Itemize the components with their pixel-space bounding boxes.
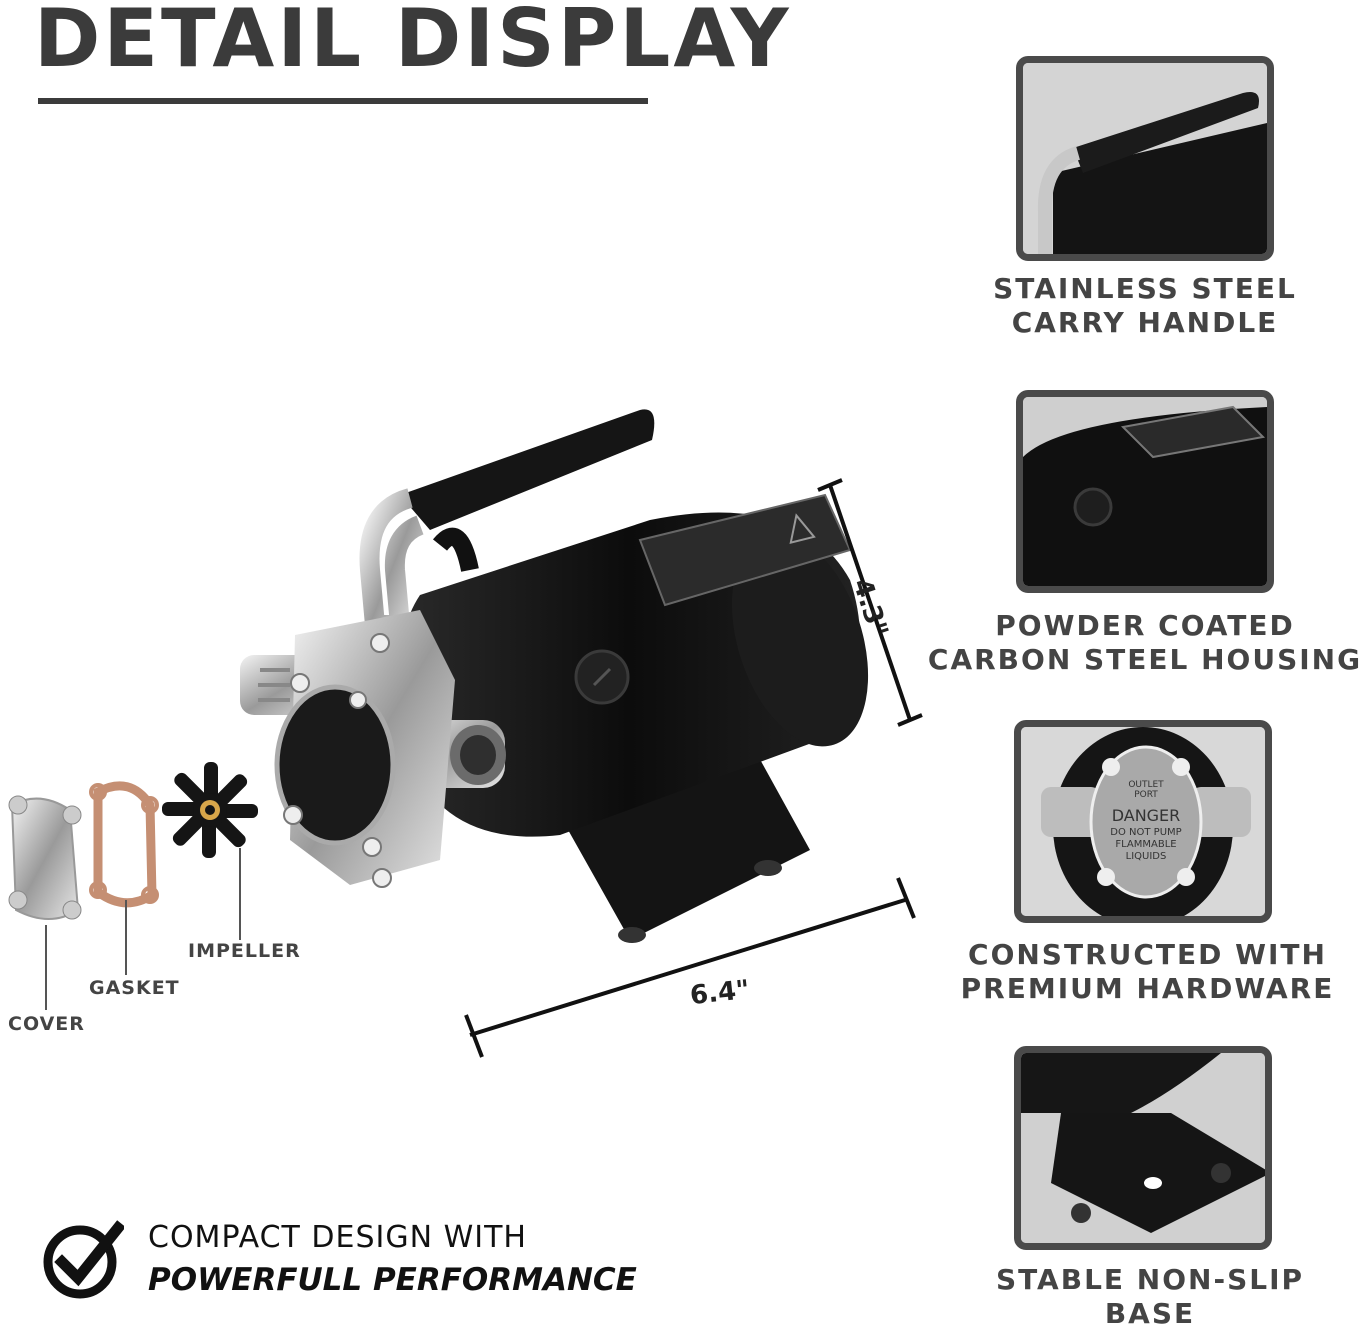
cover-plate-part — [8, 795, 82, 920]
impeller-part — [162, 762, 258, 858]
height-dimension-line — [817, 478, 923, 727]
housing-closeup-image — [1023, 397, 1267, 586]
feature-caption-housing: POWDER COATED CARBON STEEL HOUSING — [925, 609, 1365, 677]
width-label: 6.4" — [688, 974, 752, 1012]
danger-sub3-text: LIQUIDS — [1126, 851, 1167, 862]
check-badge-icon — [43, 1220, 124, 1299]
title-underline — [38, 98, 648, 104]
danger-sub1-text: DO NOT PUMP — [1110, 827, 1181, 838]
page-title: DETAIL DISPLAY — [34, 0, 792, 85]
port-text: PORT — [1134, 790, 1158, 800]
base-closeup-image — [1021, 1053, 1265, 1243]
impeller-label: IMPELLER — [188, 940, 301, 962]
feature-caption-line: CARBON STEEL HOUSING — [927, 643, 1363, 676]
outlet-text: OUTLET — [1128, 780, 1164, 790]
feature-thumb-handle — [1016, 56, 1274, 261]
gasket-label: GASKET — [89, 977, 180, 999]
feature-caption-line: PREMIUM HARDWARE — [960, 972, 1335, 1005]
feature-caption-line: CONSTRUCTED WITH — [968, 938, 1327, 971]
feature-thumb-hardware: OUTLET PORT DANGER DO NOT PUMP FLAMMABLE… — [1014, 720, 1272, 923]
carry-handle — [359, 409, 655, 635]
danger-text: DANGER — [1112, 806, 1181, 825]
feature-caption-line: STABLE NON-SLIP — [995, 1263, 1305, 1296]
gasket-part — [89, 781, 159, 908]
cover-label: COVER — [8, 1013, 85, 1035]
feature-caption-base: STABLE NON-SLIP BASE — [990, 1263, 1310, 1331]
hardware-closeup-image: OUTLET PORT DANGER DO NOT PUMP FLAMMABLE… — [1021, 727, 1265, 916]
feature-thumb-housing — [1016, 390, 1274, 593]
feature-caption-line: POWDER COATED — [995, 609, 1295, 642]
feature-thumb-base — [1014, 1046, 1272, 1250]
pump-head — [240, 610, 506, 888]
feature-caption-line: CARRY HANDLE — [1011, 306, 1279, 339]
power-cable — [432, 527, 479, 572]
tagline-line2: POWERFULL PERFORMANCE — [148, 1262, 637, 1298]
width-dimension-line — [464, 877, 916, 1058]
pump-illustration — [8, 409, 923, 1058]
tagline-line1: COMPACT DESIGN WITH — [148, 1220, 527, 1255]
motor-housing — [397, 493, 869, 837]
handle-closeup-image — [1023, 63, 1267, 254]
feature-caption-hardware: CONSTRUCTED WITH PREMIUM HARDWARE — [950, 938, 1345, 1006]
feature-caption-line: BASE — [1104, 1297, 1196, 1330]
danger-sub2-text: FLAMMABLE — [1115, 839, 1176, 850]
feature-caption-line: STAINLESS STEEL — [993, 272, 1297, 305]
feature-caption-handle: STAINLESS STEEL CARRY HANDLE — [990, 272, 1300, 340]
